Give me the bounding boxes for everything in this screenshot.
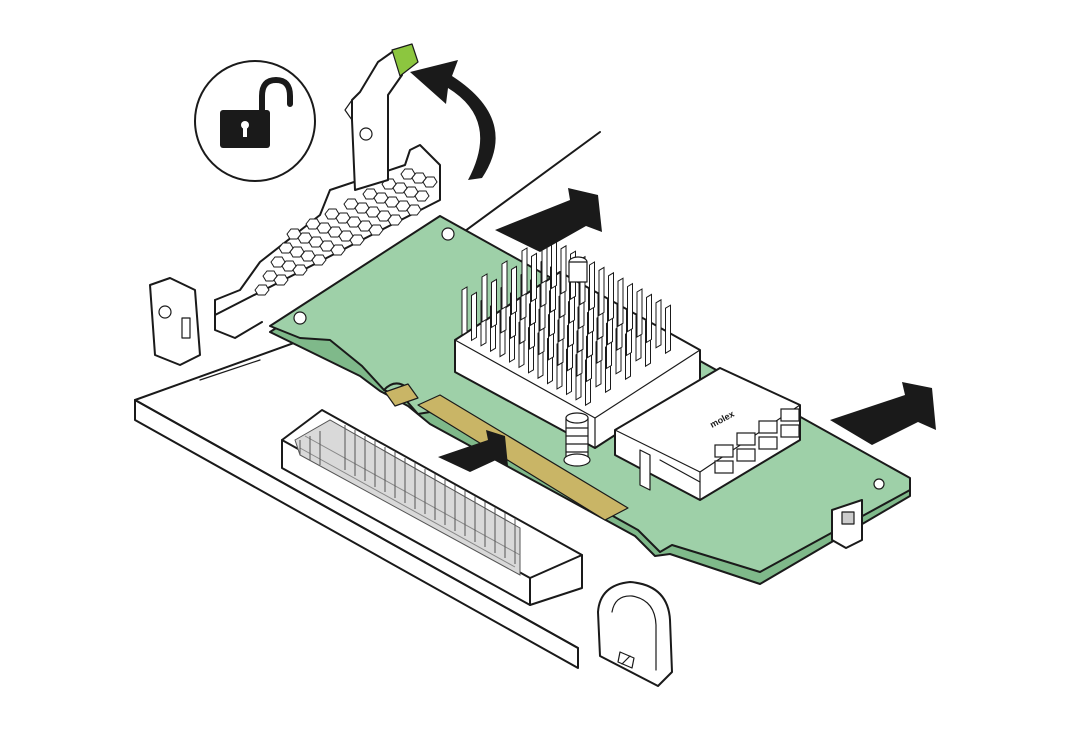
bracket-vent [311, 254, 327, 266]
heatsink-fin [511, 265, 517, 316]
bracket-vent [395, 200, 411, 212]
bracket-vent [392, 182, 408, 194]
bracket-vent [335, 212, 351, 224]
bracket-vent [346, 216, 362, 228]
bracket-vent [286, 228, 302, 240]
heatsink-fin [560, 244, 567, 295]
heatsink-fin [655, 298, 662, 349]
bracket-vent [273, 274, 289, 286]
heatsink-fin [501, 260, 508, 310]
bracket-vent [281, 260, 297, 272]
latch-arrow-icon [410, 60, 496, 180]
bracket-vent [289, 246, 305, 258]
heatsink-fin [665, 304, 671, 355]
rear-bracket-tab [831, 499, 863, 549]
heatsink-fin [521, 247, 528, 297]
heatsink-fin [627, 282, 633, 333]
bracket-vent [305, 218, 321, 230]
slot-contacts [294, 419, 521, 576]
heatsink-fin [646, 293, 652, 344]
bracket-vent [387, 214, 403, 226]
bracket-vent [324, 208, 340, 220]
bracket-vent [316, 222, 332, 234]
heatsink-fin [461, 286, 468, 336]
heatsink-fin [491, 278, 497, 329]
heatsink-screw-front [563, 412, 591, 467]
move-arrow-top [495, 188, 602, 252]
bracket-vent [327, 226, 343, 238]
heatsink-fin [531, 252, 537, 303]
heatsink [454, 234, 701, 449]
heatsink-fin [551, 239, 557, 290]
pcie-slot [281, 409, 583, 606]
sas-port [758, 420, 778, 450]
bracket-vent [422, 176, 438, 188]
bracket-vent [411, 172, 427, 184]
bracket-vent [270, 256, 286, 268]
mini-sas-connectors: molex [614, 367, 801, 501]
pci-bracket [149, 144, 441, 366]
move-arrow-slot [438, 430, 508, 472]
coin-battery-holder [597, 581, 673, 687]
bracket-vent [373, 192, 389, 204]
bracket-vent [414, 190, 430, 202]
heatsink-fin [598, 266, 605, 317]
raid-controller-card: molex [269, 215, 911, 585]
bracket-vent [308, 236, 324, 248]
latch-grip [391, 43, 419, 77]
sas-port [780, 408, 800, 438]
bracket-vent [338, 230, 354, 242]
heatsink-fin [481, 273, 488, 323]
bracket-vent [297, 232, 313, 244]
bracket-vent [362, 188, 378, 200]
heatsink-fin [617, 277, 624, 328]
bracket-vent [406, 204, 422, 216]
bracket-vent [365, 206, 381, 218]
bracket-vent [262, 270, 278, 282]
bracket-vent [300, 250, 316, 262]
bracket-vent [368, 224, 384, 236]
bracket-vent [400, 168, 416, 180]
heatsink-fin [636, 288, 643, 338]
heatsink-fin [608, 271, 614, 322]
unlock-icon [194, 60, 316, 182]
move-arrow-icon [438, 188, 936, 472]
bracket-vents [254, 168, 438, 296]
bracket-vent [349, 234, 365, 246]
move-arrow-right [830, 382, 936, 445]
sas-port [714, 444, 734, 474]
bracket-vent [354, 202, 370, 214]
bracket-vent [254, 284, 270, 296]
gold-edge-connector [384, 383, 629, 521]
heatsink-fin [471, 291, 477, 342]
bracket-vent [376, 210, 392, 222]
bracket-vent [278, 242, 294, 254]
bracket-vent [384, 196, 400, 208]
bracket-vent [292, 264, 308, 276]
mounting-holes [293, 227, 885, 490]
bracket-vent [357, 220, 373, 232]
retention-latch [344, 43, 419, 191]
bracket-vent [343, 198, 359, 210]
heatsink-screw-rear [568, 256, 588, 283]
bracket-vent [403, 186, 419, 198]
bracket-vent [319, 240, 335, 252]
bracket-vent [330, 244, 346, 256]
sas-port [736, 432, 756, 462]
heatsink-fin [589, 261, 595, 311]
